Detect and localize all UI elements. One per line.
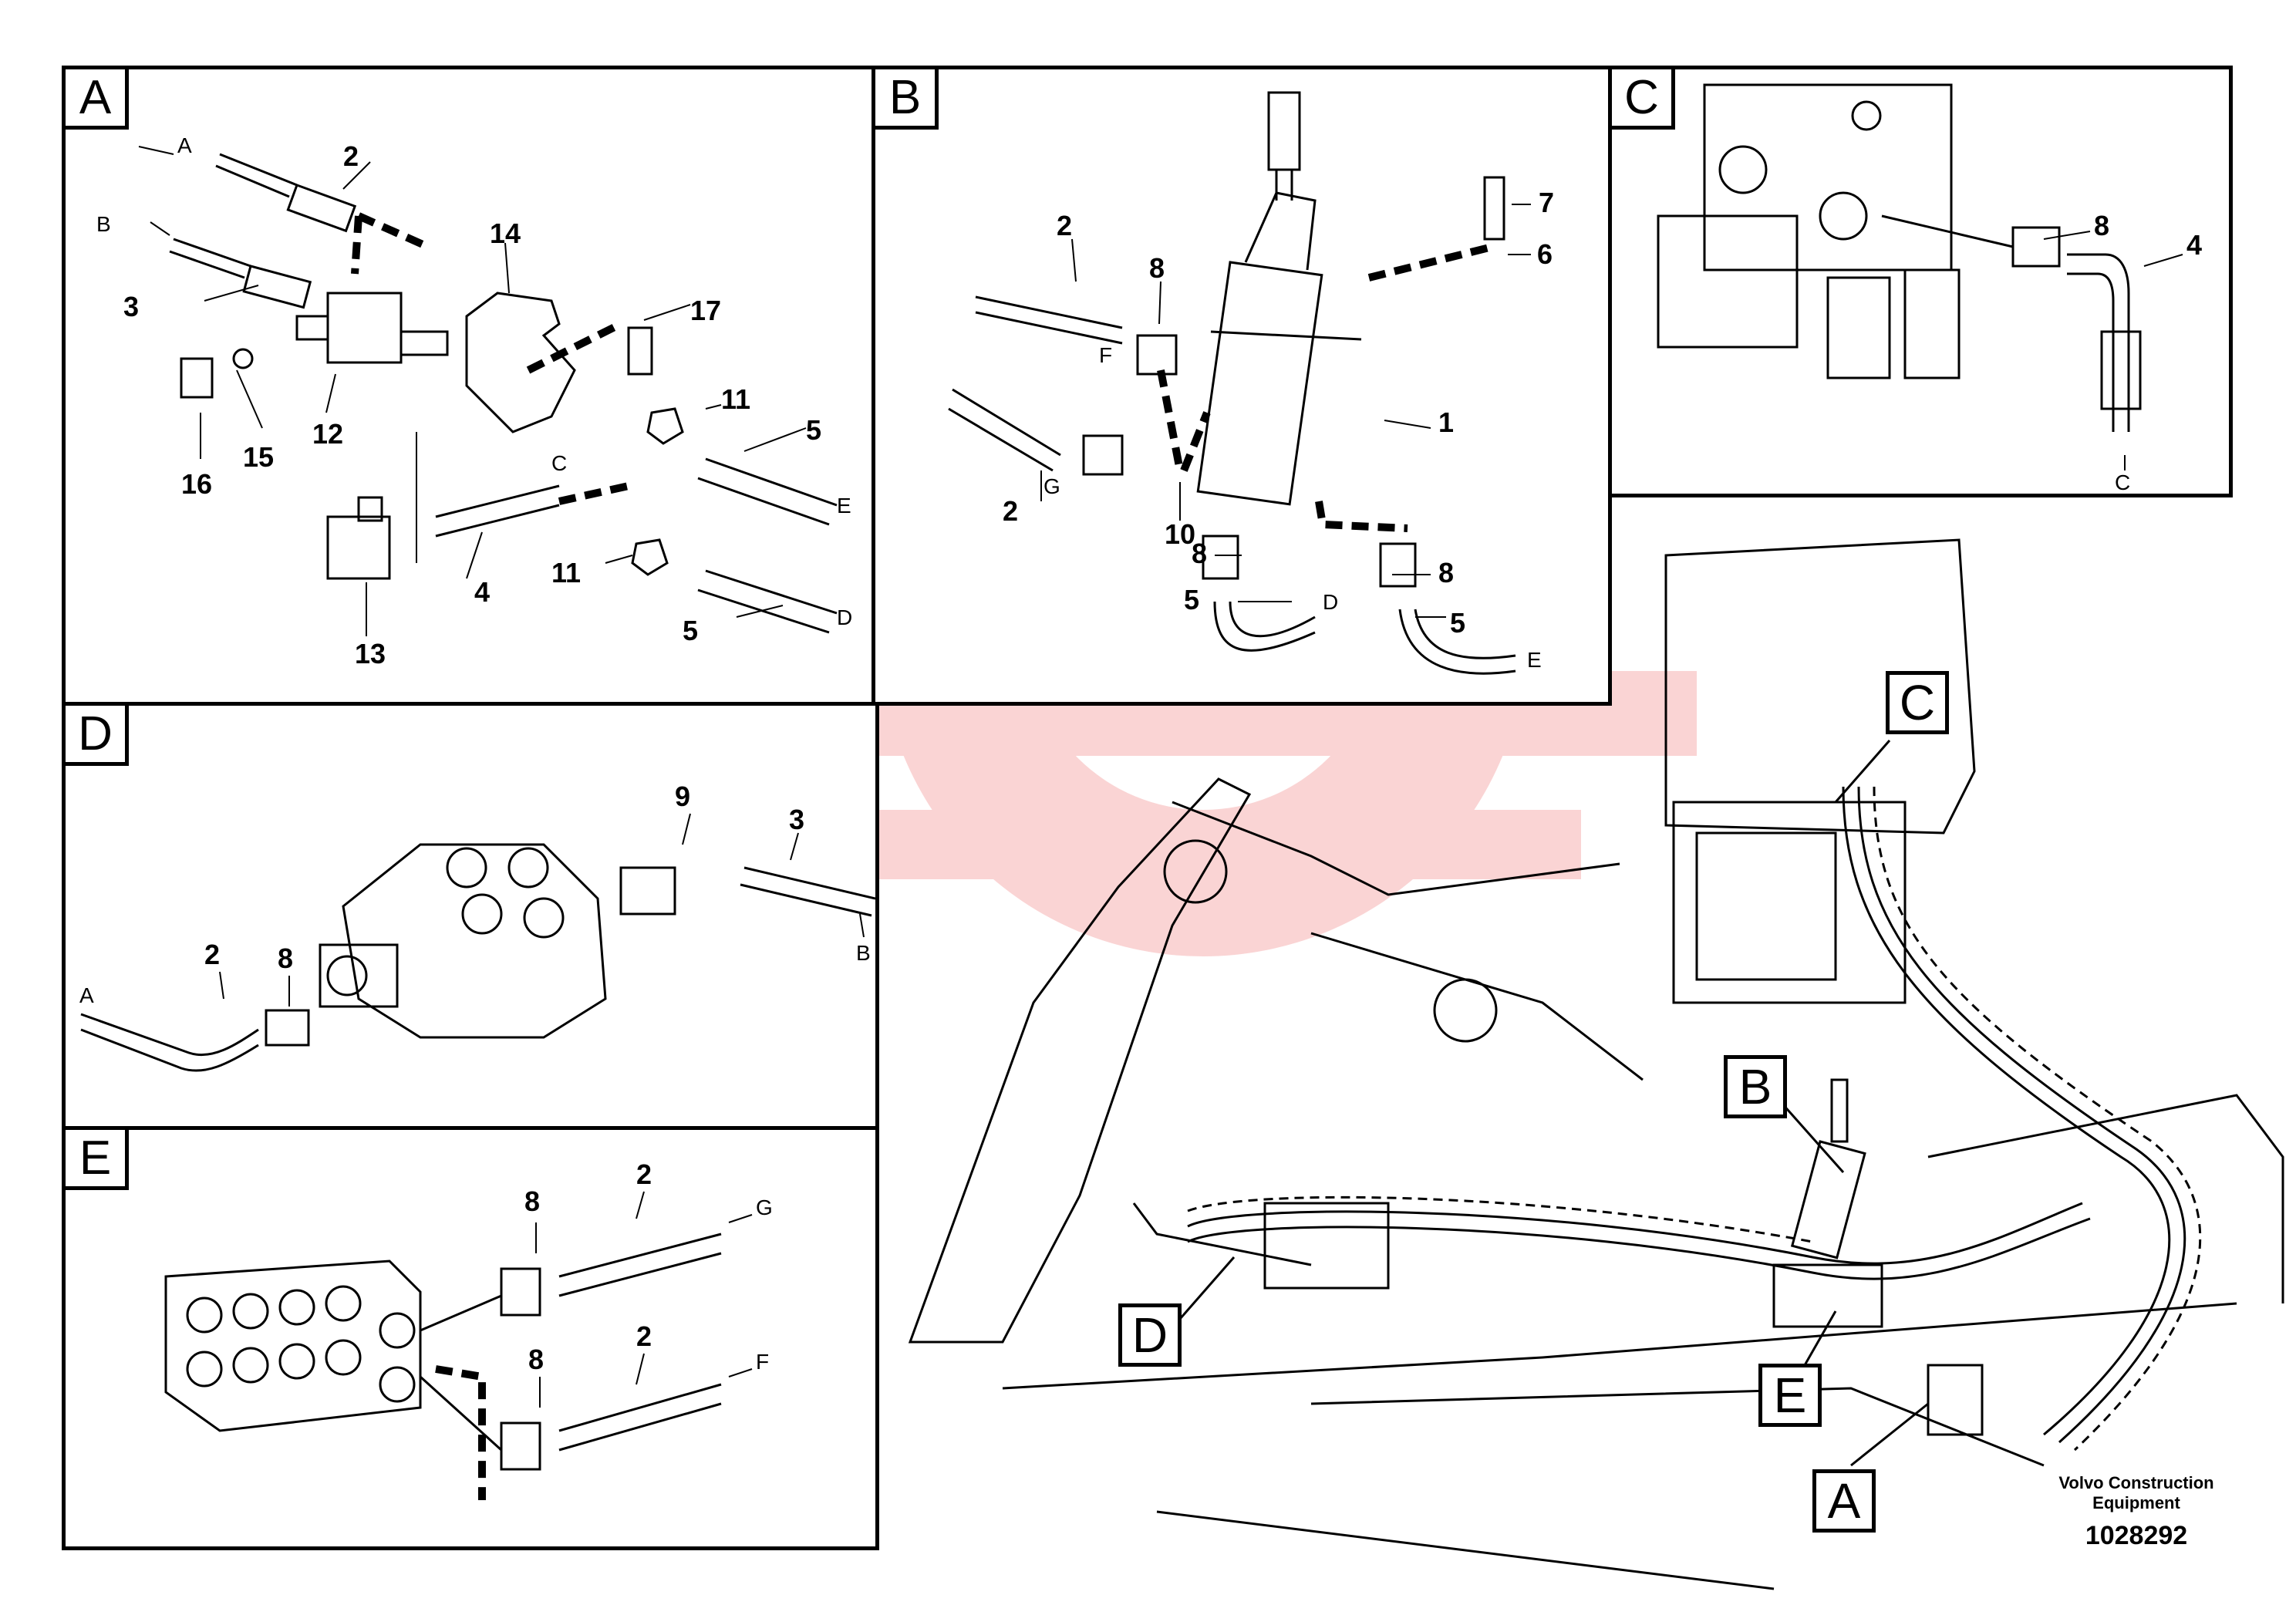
panel-c: C 8 4 C [1608, 66, 2233, 497]
part-8: 8 [524, 1185, 540, 1217]
part-2: 2 [636, 1158, 652, 1190]
part-3: 3 [789, 804, 804, 835]
part-5b: 5 [1450, 607, 1465, 639]
part-5: 5 [1184, 584, 1199, 615]
panel-b-drawing: 2 8 7 6 1 2 10 8 8 5 5 F G D E [948, 91, 1554, 675]
part-8b: 8 [1192, 538, 1207, 569]
part-2b: 2 [1003, 495, 1018, 527]
callout-c[interactable]: C [1886, 671, 1949, 734]
callout-e[interactable]: E [1758, 1364, 1822, 1427]
part-11b: 11 [551, 557, 581, 588]
part-1: 1 [1438, 406, 1454, 438]
part-3: 3 [123, 291, 139, 322]
panel-a-label: A [66, 69, 129, 130]
part-5: 5 [806, 414, 821, 446]
end-a: A [177, 133, 192, 157]
end-g: G [1043, 474, 1060, 498]
panel-b-label: B [875, 69, 939, 130]
part-9: 9 [675, 781, 690, 812]
part-7: 7 [1539, 187, 1554, 218]
part-4: 4 [474, 576, 490, 608]
end-b: B [856, 941, 871, 965]
part-11: 11 [721, 383, 750, 415]
panel-e-drawing: 8 2 2 8 G F [164, 1158, 773, 1500]
panel-d-drawing: 9 3 2 8 A B [79, 781, 875, 1072]
end-e: E [1527, 648, 1542, 672]
part-12: 12 [312, 418, 343, 450]
panel-d-label: D [66, 706, 129, 766]
part-8: 8 [1149, 252, 1165, 284]
end-a: A [79, 983, 94, 1007]
part-6: 6 [1537, 238, 1553, 270]
callout-a[interactable]: A [1812, 1469, 1876, 1533]
part-8b: 8 [528, 1344, 544, 1375]
part-13: 13 [355, 638, 386, 669]
brand-line-1: Volvo Construction [2058, 1473, 2214, 1492]
part-10: 10 [1165, 518, 1195, 550]
part-15: 15 [243, 441, 274, 473]
part-2: 2 [343, 140, 359, 172]
panel-b: B [872, 66, 1612, 706]
part-2b: 2 [636, 1320, 652, 1352]
callout-b[interactable]: B [1724, 1055, 1787, 1118]
end-d: D [1323, 590, 1338, 614]
part-2: 2 [204, 939, 220, 970]
reference-number: 1028292 [2085, 1521, 2188, 1550]
panel-c-drawing: 8 4 C [1657, 83, 2202, 494]
end-c: C [551, 451, 567, 475]
panel-a-drawing: 2 3 14 17 11 5 12 15 16 4 13 11 5 A B C … [96, 133, 852, 669]
part-5b: 5 [683, 615, 698, 646]
end-c: C [2115, 470, 2130, 494]
end-b: B [96, 212, 111, 236]
callout-d[interactable]: D [1118, 1303, 1182, 1367]
panel-d: D 9 3 2 8 A B [62, 702, 879, 1130]
brand-block: Volvo Construction Equipment 1028292 [2036, 1473, 2237, 1551]
panel-e: E 8 2 2 8 G F [62, 1126, 879, 1550]
panel-a: A [62, 66, 875, 706]
part-2: 2 [1057, 210, 1072, 241]
panel-e-label: E [66, 1130, 129, 1190]
part-8: 8 [2094, 210, 2109, 241]
end-e: E [837, 494, 851, 518]
part-17: 17 [690, 295, 721, 326]
part-8c: 8 [1438, 557, 1454, 588]
brand-line-2: Equipment [2092, 1493, 2180, 1512]
end-f: F [756, 1350, 769, 1374]
part-16: 16 [181, 468, 212, 500]
part-14: 14 [490, 218, 521, 249]
end-g: G [756, 1195, 773, 1219]
part-4: 4 [2186, 229, 2202, 261]
end-f: F [1099, 343, 1112, 367]
part-8: 8 [278, 943, 293, 974]
panel-c-label: C [1612, 69, 1675, 130]
end-d: D [837, 605, 852, 629]
